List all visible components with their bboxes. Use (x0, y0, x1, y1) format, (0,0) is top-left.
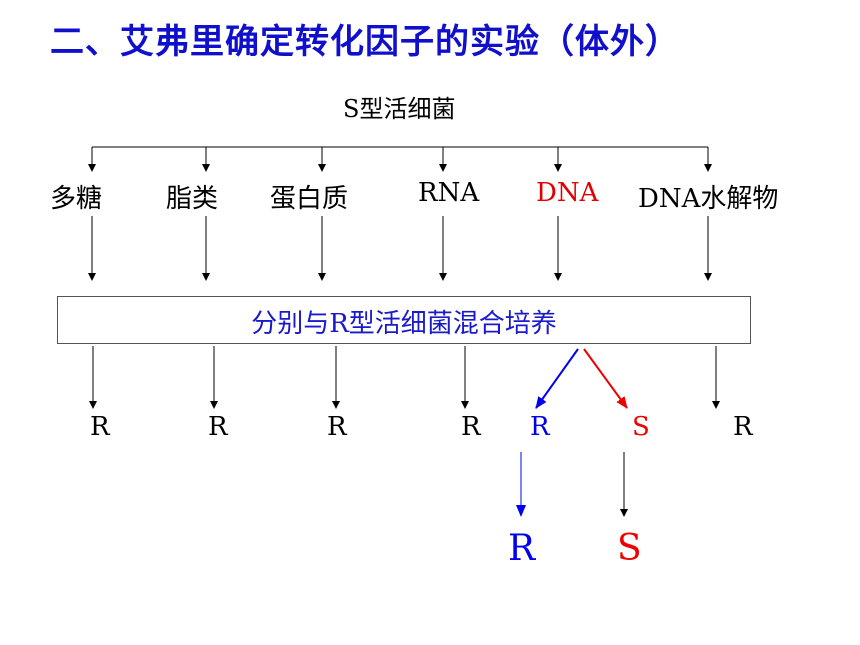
substance-dna: DNA (536, 178, 599, 208)
result-dna-r: R (530, 412, 550, 442)
substance-protein: 蛋白质 (270, 184, 349, 214)
substance-rna: RNA (418, 178, 480, 208)
dna-branch-s-arrow (583, 348, 628, 409)
result-lipid: R (208, 412, 228, 442)
dna-branch-r-arrow (535, 348, 579, 409)
result-dna-hydrolysate: R (733, 412, 753, 442)
result-polysaccharide: R (90, 412, 110, 442)
substance-polysaccharide: 多糖 (50, 184, 103, 214)
substance-lipid: 脂类 (166, 184, 219, 214)
source-label: S型活细菌 (343, 95, 456, 123)
final-result-s: S (617, 528, 642, 569)
slide-title: 二、艾弗里确定转化因子的实验（体外） (50, 22, 680, 62)
final-result-r: R (508, 528, 536, 569)
substance-dna-hydrolysate: DNA水解物 (638, 184, 779, 214)
process-label: 分别与R型活细菌混合培养 (251, 309, 557, 339)
result-rna: R (461, 412, 481, 442)
culture-box: 分别与R型活细菌混合培养 (57, 296, 751, 344)
result-dna-s: S (632, 412, 650, 442)
result-protein: R (327, 412, 347, 442)
